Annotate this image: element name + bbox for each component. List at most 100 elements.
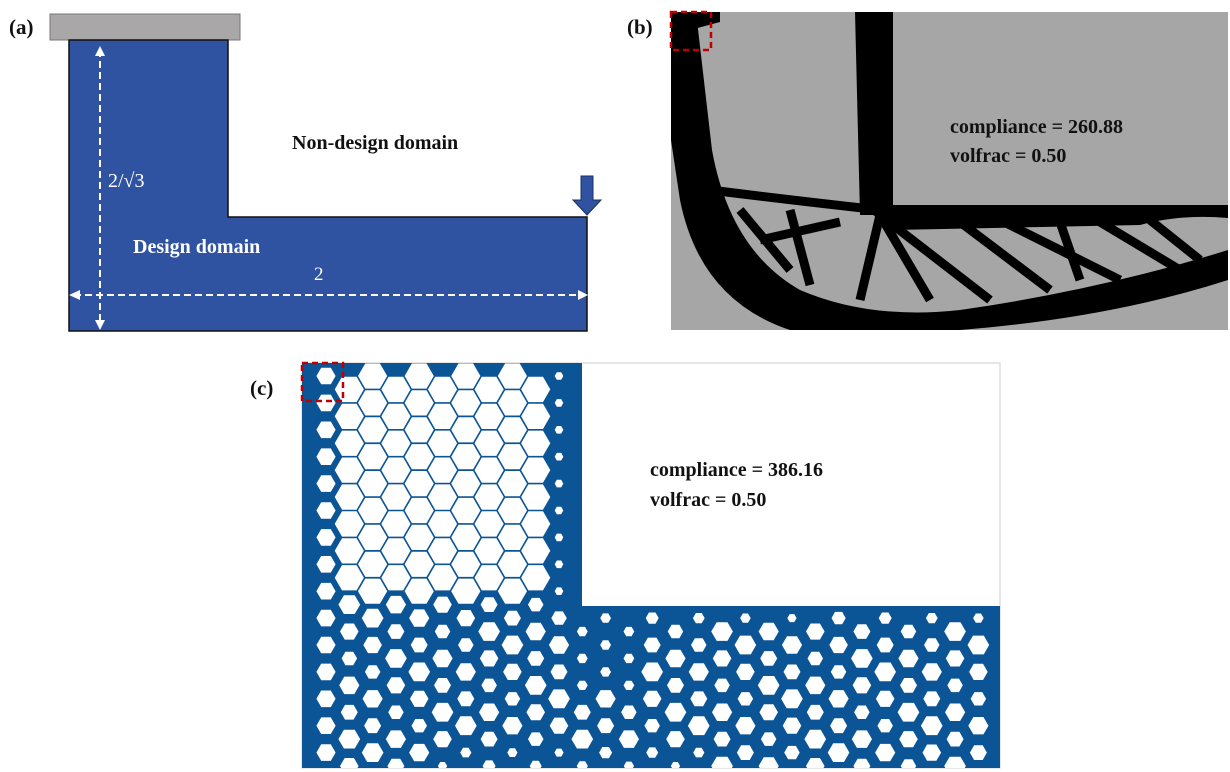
lattice-void-cell bbox=[554, 426, 564, 434]
lattice-void-cell bbox=[451, 471, 481, 497]
lattice-void-cell bbox=[316, 717, 336, 734]
lattice-void-cell bbox=[623, 653, 635, 664]
lattice-void-cell bbox=[316, 609, 336, 627]
lattice-void-cell bbox=[877, 719, 893, 733]
lattice-void-cell bbox=[316, 448, 336, 465]
lattice-void-cell bbox=[455, 663, 476, 681]
lattice-void-cell bbox=[437, 762, 448, 768]
lattice-void-cell bbox=[341, 651, 358, 666]
lattice-void-cell bbox=[876, 637, 894, 653]
lattice-void-cell bbox=[427, 403, 458, 429]
lattice-void-cell bbox=[481, 678, 497, 693]
lattice-void-cell bbox=[474, 430, 504, 456]
lattice-void-cell bbox=[875, 690, 895, 707]
lattice-void-cell bbox=[712, 650, 732, 667]
width-dimension-label: 2 bbox=[314, 264, 324, 285]
lattice-void-cell bbox=[758, 757, 779, 768]
lattice-void-cell bbox=[358, 497, 388, 524]
lattice-void-cell bbox=[600, 613, 611, 623]
lattice-void-cell bbox=[497, 497, 527, 524]
lattice-void-cell bbox=[854, 705, 870, 719]
lattice-void-cell bbox=[408, 662, 431, 682]
lattice-void-cell bbox=[451, 524, 481, 550]
lattice-void-cell bbox=[645, 612, 659, 624]
lattice-void-cell bbox=[316, 529, 336, 546]
lattice-void-cell bbox=[521, 430, 551, 456]
panel-b-label: (b) bbox=[627, 15, 653, 39]
lattice-void-cell bbox=[503, 663, 522, 680]
lattice-void-cell bbox=[316, 636, 336, 654]
lattice-void-cell bbox=[599, 747, 613, 759]
lattice-void-cell bbox=[316, 663, 336, 681]
lattice-void-cell bbox=[554, 587, 564, 595]
lattice-void-cell bbox=[404, 390, 434, 416]
lattice-void-cell bbox=[760, 732, 777, 746]
lattice-void-cell bbox=[898, 649, 919, 668]
lattice-void-cell bbox=[451, 417, 481, 443]
lattice-void-cell bbox=[358, 471, 388, 497]
lattice-void-cell bbox=[458, 638, 474, 652]
lattice-void-cell bbox=[381, 565, 411, 591]
lattice-void-cell bbox=[340, 623, 359, 640]
lattice-void-cell bbox=[451, 578, 481, 604]
panel-c-compliance: compliance = 386.16 bbox=[650, 459, 824, 481]
lattice-void-cell bbox=[364, 665, 381, 679]
lattice-void-cell bbox=[479, 650, 499, 667]
lattice-void-cell bbox=[528, 597, 544, 612]
lattice-void-cell bbox=[409, 690, 429, 707]
lattice-void-cell bbox=[784, 745, 800, 760]
lattice-void-cell bbox=[621, 705, 637, 719]
lattice-void-cell bbox=[525, 622, 546, 641]
design-domain-shape bbox=[68, 39, 588, 332]
lattice-void-cell bbox=[316, 690, 336, 708]
non-design-domain-label: Non-design domain bbox=[292, 132, 459, 154]
lattice-void-cell bbox=[497, 363, 527, 389]
lattice-void-cell bbox=[521, 511, 551, 537]
design-domain-label: Design domain bbox=[133, 236, 261, 258]
lattice-void-cell bbox=[925, 613, 938, 624]
lattice-void-cell bbox=[781, 689, 803, 709]
lattice-void-cell bbox=[623, 761, 634, 768]
lattice-void-cell bbox=[521, 457, 551, 483]
lattice-void-cell bbox=[386, 677, 406, 694]
lattice-void-cell bbox=[334, 430, 364, 456]
lattice-void-cell bbox=[480, 597, 498, 612]
lattice-void-cell bbox=[643, 637, 661, 653]
lattice-void-cell bbox=[316, 394, 336, 412]
lattice-void-cell bbox=[711, 756, 733, 768]
lattice-void-cell bbox=[456, 610, 476, 627]
lattice-void-cell bbox=[316, 744, 336, 761]
lattice-void-cell bbox=[451, 363, 481, 389]
lattice-void-cell bbox=[474, 538, 504, 564]
panel-a-label: (a) bbox=[9, 15, 34, 39]
lattice-void-cell bbox=[781, 636, 803, 654]
lattice-void-cell bbox=[897, 702, 920, 722]
lattice-void-cell bbox=[502, 717, 523, 735]
lattice-void-cell bbox=[361, 743, 384, 762]
lattice-void-cell bbox=[451, 551, 481, 577]
lattice-void-cell bbox=[497, 444, 527, 470]
lattice-void-cell bbox=[667, 678, 684, 693]
lattice-void-cell bbox=[451, 444, 481, 470]
lattice-void-cell bbox=[507, 748, 518, 757]
lattice-void-cell bbox=[363, 636, 382, 654]
lattice-void-cell bbox=[973, 613, 984, 623]
lattice-void-cell bbox=[944, 756, 966, 768]
lattice-void-cell bbox=[618, 730, 639, 748]
lattice-void-cell bbox=[666, 731, 685, 748]
lattice-void-cell bbox=[427, 430, 458, 456]
lattice-void-cell bbox=[945, 703, 966, 721]
lattice-void-cell bbox=[783, 664, 801, 680]
lattice-void-cell bbox=[381, 457, 411, 483]
lattice-void-cell bbox=[521, 538, 551, 564]
lattice-void-cell bbox=[573, 704, 591, 720]
lattice-void-cell bbox=[554, 748, 564, 757]
lattice-void-cell bbox=[760, 651, 778, 666]
lattice-void-cell bbox=[641, 662, 663, 682]
lattice-void-cell bbox=[474, 403, 504, 429]
lattice-void-cell bbox=[827, 743, 850, 762]
lattice-void-cell bbox=[554, 399, 564, 407]
lattice-void-cell bbox=[521, 565, 551, 591]
lattice-void-cell bbox=[548, 636, 570, 654]
